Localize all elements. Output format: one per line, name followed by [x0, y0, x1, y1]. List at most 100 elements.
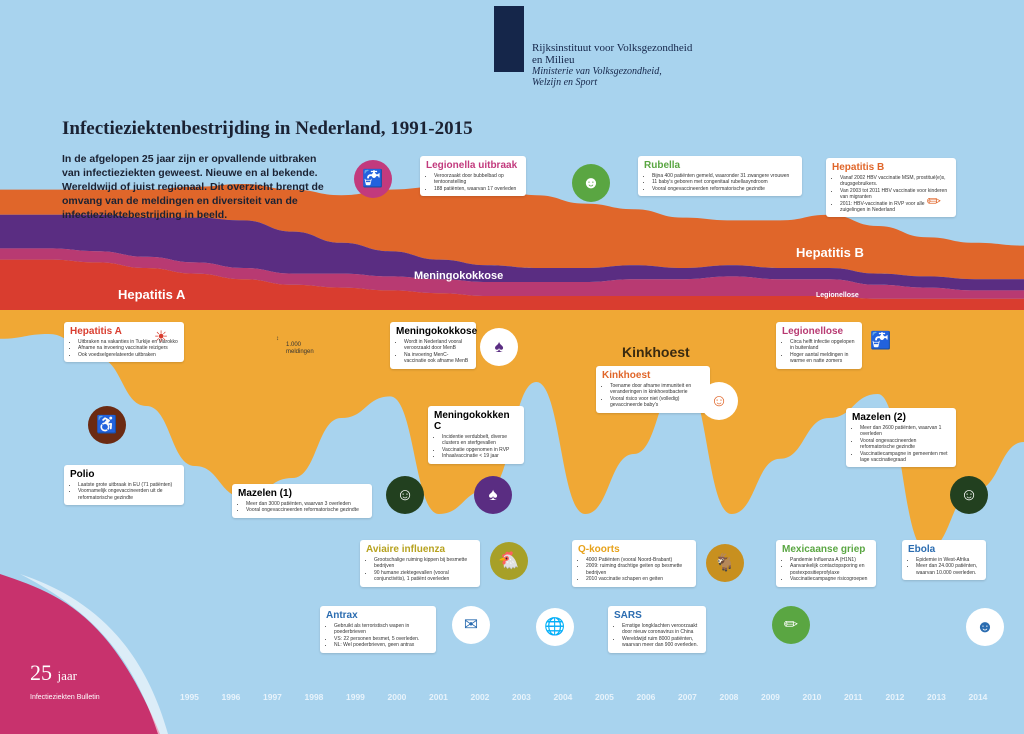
callout-item: Van 2003 tot 2011 HBV vaccinatie voor ki…	[840, 188, 950, 201]
callout-item: Meer dan 3000 patiënten, waarvan 3 overl…	[246, 501, 366, 507]
callout-meningokokkose: Meningokokkose Wordt in Nederland vooral…	[390, 322, 478, 369]
callout-title: Legionella uitbraak	[426, 160, 518, 171]
callout-title: Antrax	[326, 610, 358, 621]
syringe-icon: ✏	[772, 606, 810, 644]
org-line-1: Rijksinstituut voor Volksgezondheid	[532, 42, 693, 54]
callout-item: Vaccinatiecampagne in gemeenten met lage…	[860, 451, 950, 464]
callout-title: Polio	[70, 469, 95, 480]
callout-item: Na invoering MenC-vaccinatie ook afname …	[404, 352, 470, 365]
faucet-icon: 🚰	[354, 160, 392, 198]
x-tick-label: 2009	[761, 692, 780, 702]
band-label-kinkhoest: Kinkhoest	[622, 344, 690, 360]
callout-item: Inhaalvaccinatie < 19 jaar	[442, 453, 518, 459]
callout-mazelen-2: Mazelen (2) Meer dan 2600 patiënten, waa…	[846, 408, 956, 468]
globe-icon: 🌐	[536, 608, 574, 646]
callout-legionella-uitbraak: Legionella uitbraak Veroorzaakt door bub…	[420, 156, 526, 197]
organisation-name: Rijksinstituut voor Volksgezondheid en M…	[532, 42, 692, 88]
masked-face-icon: ☻	[966, 608, 1004, 646]
callout-meningokokken-c: Meningokokken C Incidentie verdubbelt, d…	[428, 406, 524, 464]
callout-kinkhoest: Kinkhoest Toename door afname immuniteit…	[596, 366, 710, 413]
callout-item: Gebruikt als terroristisch wapen in poed…	[334, 623, 430, 636]
callout-item: Ook voedselgerelateerde uitbraken	[78, 352, 178, 358]
callout-item: 2010 vaccinatie schapen en geiten	[586, 576, 690, 582]
callout-item: Laatste grote uitbraak in EU (71 patiënt…	[78, 482, 178, 488]
brand-mark: 25 jaar	[30, 660, 77, 686]
sun-waves-icon: ☀	[153, 329, 169, 346]
brand-number: 25	[30, 660, 52, 685]
callout-item: Meer dan 2600 patiënten, waarvan 1 overl…	[860, 425, 950, 438]
callout-item: 188 patiënten, waarvan 17 overleden	[434, 186, 520, 192]
callout-item: Circa helft infectie opgelopen in buiten…	[790, 339, 856, 352]
x-tick-label: 2001	[429, 692, 448, 702]
x-tick-label: 1997	[263, 692, 282, 702]
callout-title: Hepatitis B	[832, 162, 885, 173]
callout-item: Bijna 400 patiënten gemeld, waaronder 31…	[652, 173, 796, 179]
envelope-icon: ✉	[452, 606, 490, 644]
callout-item: Vooral ongevaccineerden reformatorische …	[860, 438, 950, 451]
callout-item: 90 humane ziektegevallen (vooral conjunc…	[374, 570, 474, 583]
callout-item: Hoger aantal meldingen in warme en natte…	[790, 352, 856, 365]
wheelchair-icon: ♿	[88, 406, 126, 444]
callout-item: Incidentie verdubbelt, diverse clusters …	[442, 434, 518, 447]
government-logo	[494, 6, 524, 72]
cough-icon: ☺	[700, 382, 738, 420]
callout-hepatitis-b: Hepatitis B Vanaf 2002 HBV vaccinatie MS…	[826, 158, 956, 218]
callout-aviaire-influenza: Aviaire influenza Grootschalige ruiming …	[360, 540, 480, 587]
callout-title: SARS	[614, 610, 642, 621]
x-tick-label: 2014	[968, 692, 988, 702]
virus-face-icon: ☺	[386, 476, 424, 514]
callout-polio: Polio Laatste grote uitbraak in EU (71 p…	[64, 465, 184, 506]
callout-mexicaanse-griep: Mexicaanse griep Pandemie Influenza A (H…	[776, 540, 876, 587]
callout-item: Wereldwijd ruim 8000 patiënten, waarvan …	[622, 636, 700, 649]
x-tick-label: 2004	[553, 692, 573, 702]
callout-item: VS: 22 personen besmet, 5 overleden.	[334, 636, 430, 642]
callout-item: Meer dan 24.000 patiënten, waarvan 10.00…	[916, 563, 980, 576]
callout-title: Hepatitis A	[70, 326, 122, 337]
callout-item: Vaccinatie opgenomen in RVP	[442, 447, 518, 453]
callout-item: Vanaf 2002 HBV vaccinatie MSM, prostitué…	[840, 175, 950, 188]
callout-item: Ernstige longklachten veroorzaakt door n…	[622, 623, 700, 636]
callout-item: NL: Wel poederbrieven, geen antrax	[334, 642, 430, 648]
x-tick-label: 1998	[304, 692, 324, 702]
doctor-icon: ♠	[474, 476, 512, 514]
callout-title: Rubella	[644, 160, 681, 171]
area-meningokokkose	[0, 214, 1024, 291]
band-label-meningokokkose: Meningokokkose	[414, 270, 504, 282]
callout-antrax: Antrax Gebruikt als terroristisch wapen …	[320, 606, 436, 653]
callout-item: Wordt in Nederland vooral veroorzaakt do…	[404, 339, 470, 352]
callout-ebola: Ebola Epidemie in West-AfrikaMeer dan 24…	[902, 540, 986, 581]
org-line-3: Ministerie van Volksgezondheid,	[532, 66, 662, 77]
callout-item: 2011: HBV-vaccinatie in RVP voor alle zu…	[840, 201, 950, 214]
callout-title: Kinkhoest	[602, 370, 651, 381]
chicken-icon: 🐔	[490, 542, 528, 580]
callout-legionellose: Legionellose Circa helft infectie opgelo…	[776, 322, 862, 369]
callout-title: Ebola	[908, 544, 936, 555]
x-tick-label: 1996	[221, 692, 241, 702]
callout-item: Uitbraken na vakanties in Turkije en Mar…	[78, 339, 178, 345]
callout-title: Mazelen (2)	[852, 412, 906, 423]
callout-item: 2009: ruiming drachtige geiten op besmet…	[586, 563, 690, 576]
callout-sars: SARS Ernstige longklachten veroorzaakt d…	[608, 606, 706, 653]
callout-item: Veroorzaakt door bubbelbad op tentoonste…	[434, 173, 520, 186]
band-label-legionellose: Legionellose	[816, 292, 859, 299]
x-tick-label: 2003	[512, 692, 531, 702]
baby-icon: ☻	[572, 164, 610, 202]
x-tick-label: 1999	[346, 692, 365, 702]
callout-title: Meningokokkose	[396, 326, 478, 337]
callout-mazelen-1: Mazelen (1) Meer dan 3000 patiënten, waa…	[232, 484, 372, 518]
scale-line-1: 1.000	[286, 342, 302, 348]
callout-item: 4000 Patiënten (vooral Noord-Brabant)	[586, 557, 690, 563]
x-tick-label: 2012	[885, 692, 905, 702]
intro-text: In de afgelopen 25 jaar zijn er opvallen…	[62, 153, 324, 221]
callout-title: Legionellose	[782, 326, 844, 337]
area-hepatitis-a	[0, 259, 1024, 310]
brand-word: jaar	[57, 668, 77, 683]
x-tick-label: 2002	[470, 692, 490, 702]
virus-face-icon: ☺	[950, 476, 988, 514]
callout-item: Afname na invoering vaccinatie reizigers	[78, 345, 178, 351]
x-tick-label: 2013	[927, 692, 946, 702]
band-label-hepatitis-a: Hepatitis A	[118, 287, 186, 302]
x-tick-label: 2005	[595, 692, 614, 702]
x-tick-label: 2010	[802, 692, 822, 702]
